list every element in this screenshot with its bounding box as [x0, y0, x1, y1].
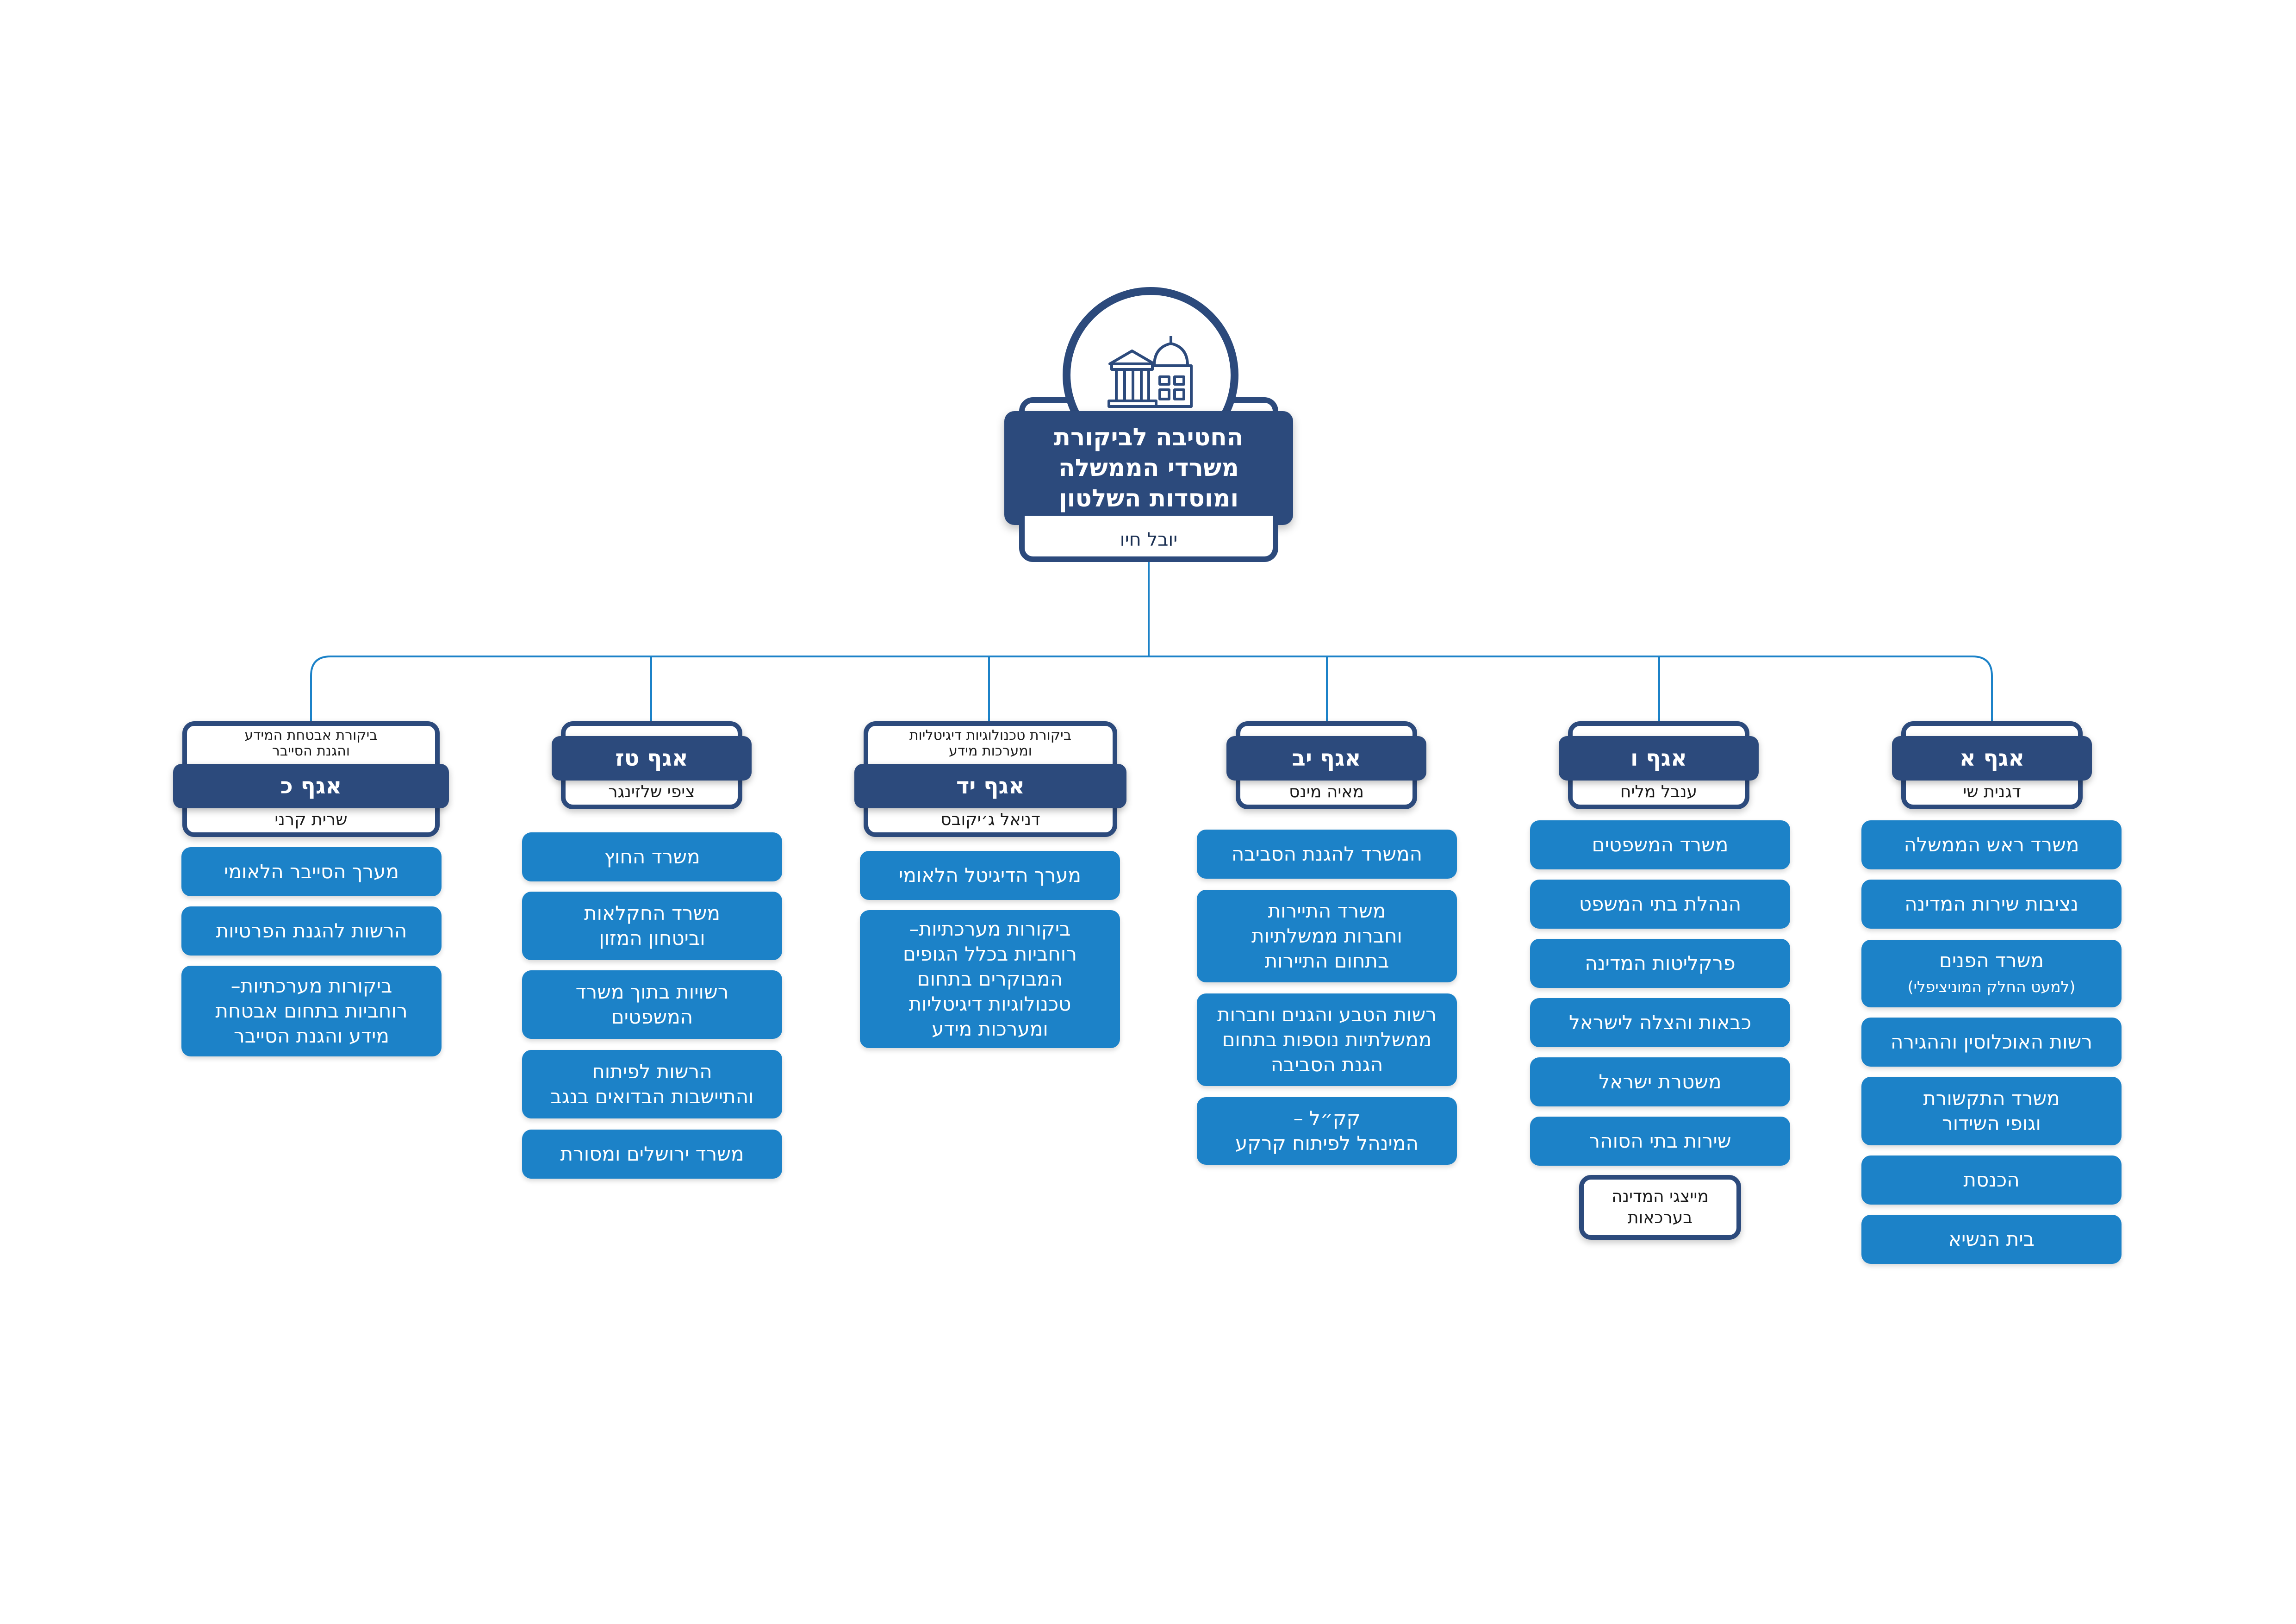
- subtitle-kaf: ביקורת אבטחת המידע והגנת הסייבר: [187, 728, 435, 762]
- unit-communications-line2: וגופי השידור: [1942, 1112, 2041, 1135]
- title-line-1: החטיבה לביקורת: [1054, 424, 1244, 451]
- unit-digital-line5: ומערכות מידע: [932, 1018, 1048, 1040]
- unit-jerusalem-heritage: משרד ירושלים ומסורת: [522, 1130, 782, 1179]
- rep-line-1: מייצגי המדינה: [1612, 1187, 1709, 1206]
- unit-kkl: קק״ל –המינהל לפיתוח קרקע: [1197, 1097, 1457, 1165]
- unit-digital-line1: ביקורות מערכתיות–: [909, 918, 1071, 940]
- unit-state-attorney: פרקליטות המדינה: [1530, 939, 1790, 988]
- header-band-aleph: אגף א: [1892, 736, 2092, 781]
- header-band-yad: אגף יד: [854, 764, 1126, 808]
- government-building-icon: [1108, 336, 1193, 408]
- unit-prison-service: שירות בתי הסוהר: [1530, 1117, 1790, 1166]
- unit-civil-service: נציבות שירות המדינה: [1861, 880, 2122, 929]
- unit-cyber-line3: מידע והגנת הסייבר: [234, 1024, 389, 1047]
- division-title: החטיבה לביקורת משרדי הממשלה ומוסדות השלט…: [1004, 411, 1293, 525]
- subtitle-yad-line1: ביקורת טכנולוגיות דיגיטליות: [909, 727, 1072, 743]
- unit-kkl-line1: קק״ל –: [1293, 1107, 1361, 1130]
- unit-nature-parks-line3: הגנת הסביבה: [1270, 1053, 1383, 1076]
- title-line-3: ומוסדות השלטון: [1058, 485, 1239, 512]
- unit-privacy-authority: הרשות להגנת הפרטיות: [181, 906, 442, 956]
- header-band-yav: אגף יב: [1226, 736, 1426, 781]
- unit-israel-police: משטרת ישראל: [1530, 1057, 1790, 1106]
- unit-interior-note: (למעט החלק המוניציפלי): [1907, 977, 2076, 996]
- title-line-2: משרדי הממשלה: [1058, 454, 1239, 482]
- unit-nature-parks-line2: ממשלתיות נוספות בתחום: [1222, 1028, 1432, 1051]
- unit-communications-line1: משרד התקשורת: [1923, 1087, 2060, 1110]
- unit-tourism-line1: משרד התיירות: [1268, 899, 1386, 922]
- unit-kkl-line2: המינהל לפיתוח קרקע: [1235, 1132, 1419, 1155]
- unit-knesset: הכנסת: [1861, 1156, 2122, 1205]
- unit-digital-line2: רוחביות בכלל הגופים: [903, 943, 1077, 965]
- header-band-kaf: אגף כ: [173, 764, 449, 808]
- unit-cyber-line1: ביקורות מערכתיות–: [230, 974, 392, 997]
- head-name-kaf: שרית קרני: [274, 810, 348, 829]
- head-name-yav: מאיה מינס: [1289, 782, 1364, 801]
- unit-cyber-line2: רוחביות בתחום אבטחת: [215, 999, 408, 1022]
- unit-pm-office: משרד ראש הממשלה: [1861, 820, 2122, 869]
- unit-bedouin-line1: הרשות לפיתוח: [592, 1060, 712, 1083]
- state-representatives-box: מייצגי המדינה בערכאות: [1579, 1175, 1741, 1240]
- header-band-taz: אגף טז: [552, 736, 752, 781]
- unit-justice-authorities-line1: רשויות בתוך משרד: [575, 981, 729, 1003]
- unit-interior-label: משרד הפנים: [1939, 949, 2044, 972]
- unit-environmental-protection: המשרד להגנת הסביבה: [1197, 830, 1457, 879]
- unit-bedouin-line2: והתיישבות הבדואים בנגב: [550, 1085, 754, 1108]
- unit-agriculture-line2: וביטחון המזון: [599, 927, 705, 949]
- unit-justice-ministry: משרד המשפטים: [1530, 820, 1790, 869]
- unit-digital-systemic-audits: ביקורות מערכתיות– רוחביות בכלל הגופים המבו…: [860, 910, 1120, 1048]
- unit-nature-parks-line1: רשות הטבע והגנים וחברות: [1217, 1003, 1437, 1026]
- division-head-name: יובל חיו: [1019, 516, 1278, 562]
- unit-tourism-line2: וחברות ממשלתיות: [1251, 924, 1402, 947]
- unit-courts-administration: הנהלת בתי המשפט: [1530, 880, 1790, 929]
- connector-bus: [310, 656, 1993, 721]
- head-name-taz: ציפי שלזינגר: [608, 782, 695, 801]
- unit-agriculture: משרד החקלאות וביטחון המזון: [522, 892, 782, 960]
- subtitle-yad: ביקורת טכנולוגיות דיגיטליות ומערכות מידע: [868, 728, 1113, 762]
- unit-president-house: בית הנשיא: [1861, 1215, 2122, 1264]
- unit-justice-authorities-line2: המשפטים: [611, 1006, 693, 1028]
- head-name-yad: דניאל ג׳יקובס: [940, 810, 1040, 829]
- subtitle-kaf-line1: ביקורת אבטחת המידע: [244, 727, 378, 743]
- unit-population-authority: רשות האוכלוסין וההגירה: [1861, 1018, 2122, 1067]
- unit-agriculture-line1: משרד החקלאות: [584, 902, 720, 924]
- head-name-aleph: דגנית שי: [1963, 782, 2021, 801]
- unit-foreign-ministry: משרד החוץ: [522, 832, 782, 881]
- unit-digital-line4: טכנולוגיות דיגיטליות: [908, 993, 1071, 1015]
- unit-digital-directorate: מערך הדיגיטל הלאומי: [860, 851, 1120, 900]
- head-name-vav: ענבל מליח: [1620, 782, 1698, 801]
- subtitle-kaf-line2: והגנת הסייבר: [272, 743, 350, 759]
- unit-tourism-line3: בתחום התיירות: [1264, 949, 1389, 972]
- unit-justice-authorities: רשויות בתוך משרד המשפטים: [522, 970, 782, 1039]
- subtitle-yad-line2: ומערכות מידע: [949, 743, 1032, 759]
- rep-line-2: בערכאות: [1627, 1208, 1693, 1227]
- unit-national-cyber: מערך הסייבר הלאומי: [181, 847, 442, 896]
- unit-interior: משרד הפנים (למעט החלק המוניציפלי): [1861, 940, 2122, 1007]
- header-band-vav: אגף ו: [1559, 736, 1759, 781]
- unit-digital-line3: המבוקרים בתחום: [917, 968, 1063, 990]
- unit-fire-rescue: כבאות והצלה לישראל: [1530, 998, 1790, 1047]
